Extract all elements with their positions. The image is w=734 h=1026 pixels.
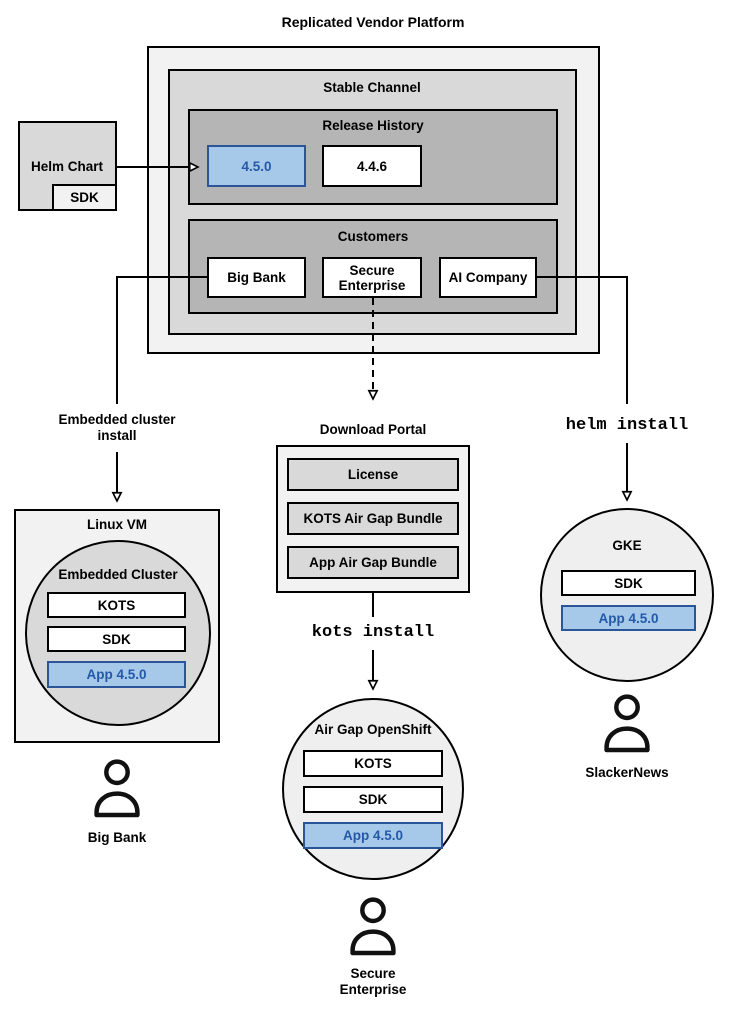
embedded-cluster-app-box: App 4.5.0	[47, 661, 186, 688]
embedded-cluster-install-label: Embedded cluster install	[58, 412, 176, 443]
gke-sdk-box: SDK	[561, 570, 696, 596]
gke-label: GKE	[612, 538, 642, 553]
customer-ai-company-box: AI Company	[439, 257, 537, 298]
slackernews-person	[601, 693, 653, 760]
big-bank-person	[91, 758, 143, 825]
app-air-gap-bundle-box: App Air Gap Bundle	[287, 546, 459, 579]
customer-big-bank-box: Big Bank	[207, 257, 306, 298]
slackernews-persona-label: SlackerNews	[585, 765, 669, 780]
helm-chart-label: Helm Chart	[30, 159, 104, 174]
openshift-kots-box: KOTS	[303, 750, 443, 777]
linux-vm-label: Linux VM	[87, 517, 147, 532]
secure-enterprise-persona-label: Secure Enterprise	[339, 966, 407, 997]
embedded-cluster-kots-box: KOTS	[47, 592, 186, 618]
release-4-5-0-box: 4.5.0	[207, 145, 306, 187]
helm-install-label: helm install	[565, 416, 689, 435]
release-history-label: Release History	[322, 118, 424, 133]
embedded-cluster-sdk-box: SDK	[47, 626, 186, 652]
air-gap-openshift-label: Air Gap OpenShift	[314, 722, 432, 737]
secure-enterprise-person	[347, 896, 399, 963]
stable-channel-label: Stable Channel	[323, 80, 421, 95]
person-icon	[604, 694, 650, 753]
person-icon	[350, 897, 396, 956]
gke-app-box: App 4.5.0	[561, 605, 696, 631]
kots-air-gap-bundle-box: KOTS Air Gap Bundle	[287, 502, 459, 535]
helm-chart-sdk-box: SDK	[52, 184, 117, 211]
openshift-app-box: App 4.5.0	[303, 822, 443, 849]
kots-install-label: kots install	[311, 623, 435, 642]
diagram-title: Replicated Vendor Platform	[281, 14, 465, 30]
license-box: License	[287, 458, 459, 491]
download-portal-label: Download Portal	[319, 422, 427, 437]
release-4-4-6-box: 4.4.6	[322, 145, 422, 187]
big-bank-persona-label: Big Bank	[87, 830, 147, 845]
embedded-cluster-label: Embedded Cluster	[58, 567, 178, 582]
customer-secure-enterprise-box: Secure Enterprise	[322, 257, 422, 298]
openshift-sdk-box: SDK	[303, 786, 443, 813]
person-icon	[94, 759, 140, 818]
customers-label: Customers	[337, 229, 409, 244]
